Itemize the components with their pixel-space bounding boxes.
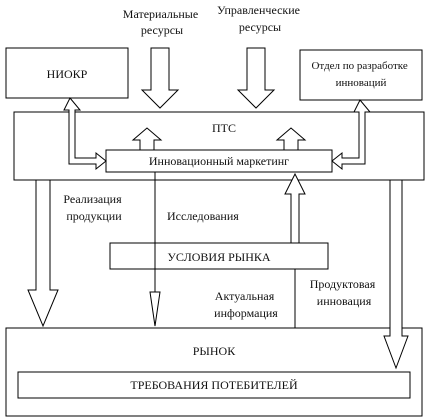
marketing-to-pts-left-arrow [131,127,163,151]
consumer-requirements-label: ТРЕБОВАНИЯ ПОТЕБИТЕЛЕЙ [130,378,298,392]
material-resources-label: Материальные ресурсы [123,7,201,37]
marketing-to-pts-right-arrow [275,127,307,151]
innovation-dept-marketing-arrow [331,99,372,171]
niokr-marketing-arrow [63,97,107,171]
research-arrowhead [149,291,161,327]
market-label: РЫНОК [193,344,236,358]
management-resources-label: Управленческие ресурсы [217,3,303,34]
product-sales-arrow [27,179,59,328]
consumer-requirements-box [17,371,411,399]
product-innovation-label: Продуктовая инновация [310,277,379,308]
market-conditions-box [109,242,329,270]
management-resources-arrow [236,47,276,109]
innovation-marketing-label: Инновационный маркетинг [149,154,289,168]
pts-label: ПТС [212,121,236,135]
actual-info-label: Актуальная информация [214,289,278,320]
niokr-box [5,47,129,99]
research-label: Исследования [167,209,239,223]
innovation-dept-box [299,49,423,101]
actual-info-arrow [284,172,306,244]
market-conditions-label: УСЛОВИЯ РЫНКА [167,250,270,264]
niokr-label: НИОКР [47,67,88,81]
product-innovation-arrow [383,179,409,370]
material-resources-arrow [140,47,180,109]
innovation-dept-label: Отдел по разработке инноваций [311,60,410,89]
product-sales-label: Реализация продукции [63,192,124,223]
